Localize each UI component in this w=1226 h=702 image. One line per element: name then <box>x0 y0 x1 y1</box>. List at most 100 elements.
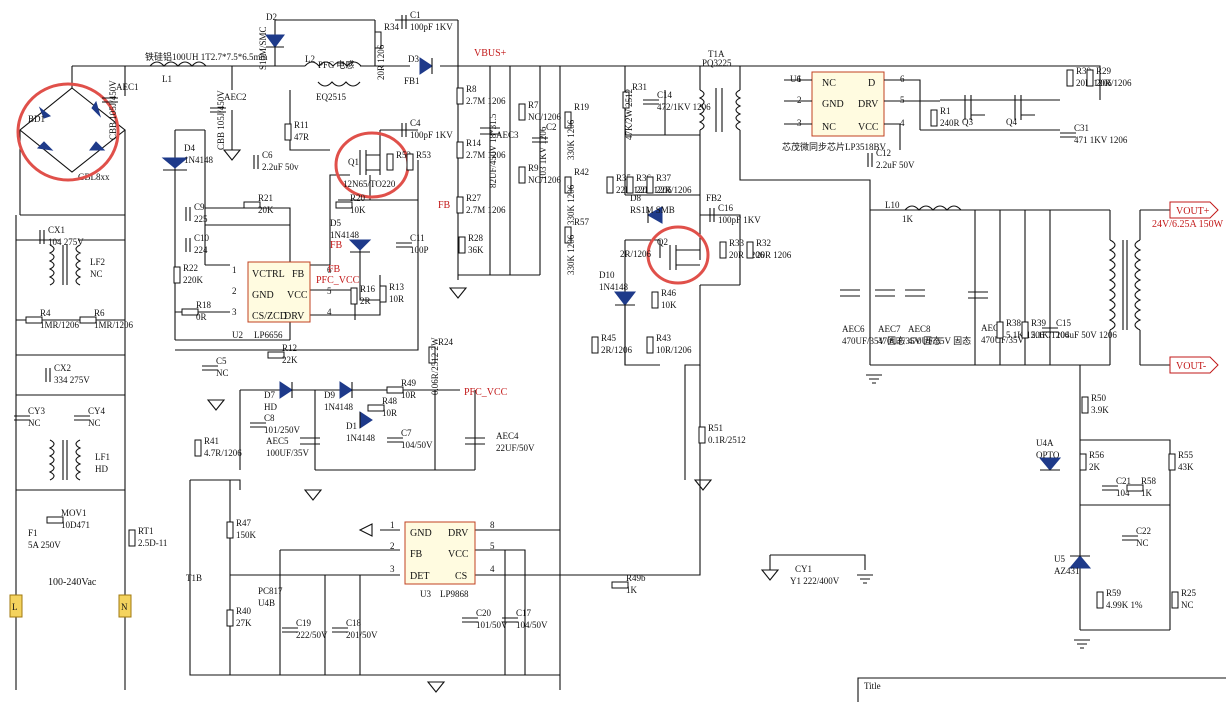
u6-pin-vcc: VCC <box>858 122 879 133</box>
ref-d5: D5 <box>330 218 341 228</box>
ref-u5: U5 <box>1054 554 1065 564</box>
ref-c16: C16 <box>718 203 734 213</box>
u2-pin-gnd: GND <box>252 290 274 301</box>
ref-c15: C15 <box>1056 318 1072 328</box>
u6-pin-nc3: NC <box>822 122 836 133</box>
ref-cx2: CX2 <box>54 363 71 373</box>
u2-pin5: 5 <box>327 286 332 296</box>
value-r55: 43K <box>1178 462 1194 472</box>
value-r27: 2.7M 1206 <box>466 205 506 215</box>
ref-r30: R30 <box>1076 66 1092 76</box>
ref-r58: R58 <box>1141 476 1157 486</box>
bd1-value: GBL8xx <box>78 172 110 182</box>
u2-pin4: 4 <box>327 307 332 317</box>
u3-pin-vcc: VCC <box>448 549 469 560</box>
value-r29: 20R/1206 <box>1096 78 1132 88</box>
vout-neg-connector: VOUT- <box>1169 356 1219 374</box>
l2-desc: PFC 电感 <box>318 59 354 70</box>
value-u5: AZ431 <box>1054 566 1080 576</box>
value-r12: 22K <box>282 355 298 365</box>
ref-c18: C18 <box>346 618 362 628</box>
u6-pin1: 1 <box>797 74 802 84</box>
u2-pin-cs: CS/ZCD <box>252 311 287 322</box>
value-r25: NC <box>1181 600 1194 610</box>
l2-ref: L2 <box>305 54 315 64</box>
ref-aec2: AEC2 <box>224 92 247 102</box>
q3-ref: Q3 <box>962 117 973 127</box>
ref-r41: R41 <box>204 436 219 446</box>
ref-c17: C17 <box>516 608 532 618</box>
choke-lf2: LF2 NC <box>48 244 105 286</box>
u2-pin-vctrl: VCTRL <box>252 269 285 280</box>
value-d9: 1N4148 <box>324 402 353 412</box>
value-rt1: 2.5D-11 <box>138 538 167 548</box>
value-r28: 36K <box>468 245 484 255</box>
component-fb1: FB1 <box>404 76 420 86</box>
ref-c20: C20 <box>476 608 492 618</box>
ref-d1: D1 <box>346 421 357 431</box>
line-label: L <box>12 602 18 612</box>
value-r42: 330K 1206 <box>566 184 576 225</box>
u2-part: LP6656 <box>254 330 283 340</box>
ref-cy4: CY4 <box>88 406 106 416</box>
value-r16: 2R <box>360 296 371 306</box>
value-r11: 47R <box>294 132 309 142</box>
vout-pos-label: VOUT+ <box>1176 206 1210 217</box>
ref-r27: R27 <box>466 193 482 203</box>
wiring <box>15 19 1171 690</box>
vbus-label: VBUS+ <box>474 48 507 59</box>
output-spec: 24V/6.25A 150W <box>1152 219 1224 230</box>
component-r8: R82.7M 1206 <box>456 84 506 106</box>
pfc-inductor-l2: L2 PFC 电感 EQ2515 <box>304 54 362 102</box>
value-r14: 2.7M 1206 <box>466 150 506 160</box>
ref-u4a: U4A <box>1036 438 1054 448</box>
component-r53: R53 <box>406 150 432 171</box>
ref-aec9: AEC9 <box>981 323 1004 333</box>
ref-aec4: AEC4 <box>496 431 519 441</box>
value-r4: 1MR/1206 <box>40 320 80 330</box>
value-c21: 104 <box>1116 488 1130 498</box>
value-r41: 4.7R/1206 <box>204 448 242 458</box>
u3-pin8: 8 <box>490 520 495 530</box>
net-labels: VBUS+ PFC_VCC PFC_VCC FB FB FB 24V/6.25A… <box>316 48 1224 398</box>
ref-r56: R56 <box>1089 450 1105 460</box>
value-c2: 103 1KV 1206 <box>538 126 548 180</box>
input-range-label: 100-240Vac <box>48 577 97 588</box>
value-aec4: 22UF/50V <box>496 443 535 453</box>
ref-mov1: MOV1 <box>61 508 87 518</box>
value-c14: 472/1KV 1206 <box>657 102 711 112</box>
q4-ref: Q4 <box>1006 117 1017 127</box>
u6-ref: U6 <box>790 74 801 84</box>
value-r6: 1MR/1206 <box>94 320 134 330</box>
value-r9: NC/1206 <box>528 175 562 185</box>
value-aec7: 470UF/35V 固态 <box>878 335 941 346</box>
mosfet-q1: Q1 12N65/TO220 <box>343 150 396 189</box>
ref-aec3: AEC3 <box>496 130 519 140</box>
pfc-vcc-label-1: PFC_VCC <box>316 275 360 286</box>
u3-part: LP9868 <box>440 589 469 599</box>
u2-pin6: 6 <box>327 265 332 275</box>
l1-desc: 铁硅铝100UH 1T2.7*7.5*6.5mm <box>145 51 268 62</box>
ref-r45: R45 <box>601 333 617 343</box>
